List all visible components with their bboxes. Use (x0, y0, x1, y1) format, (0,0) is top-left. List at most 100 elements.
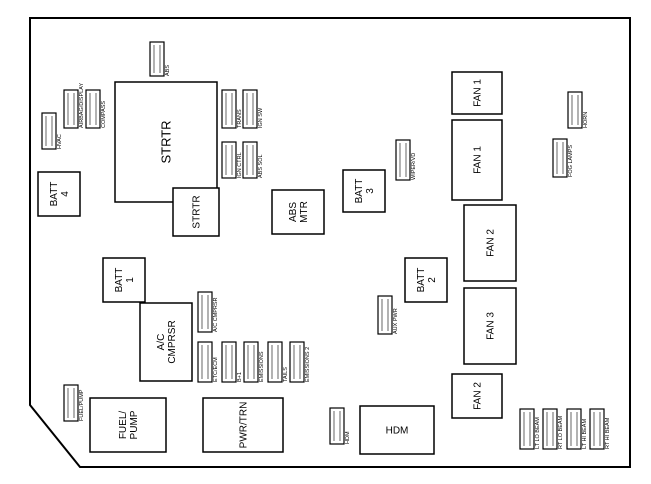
component-batt4[interactable]: BATT4 (37, 171, 81, 217)
fuse-label: TAILS (283, 367, 289, 382)
fuse-slot (197, 291, 213, 333)
fuse-airbag[interactable]: AIRBAG/DISPLAY (63, 83, 85, 129)
component-box (463, 204, 517, 282)
fuse-hdm-fuse[interactable]: HDM (329, 407, 351, 445)
fuse-abs-sol[interactable]: ABS SOL (242, 141, 264, 179)
fuse-ign-sw[interactable]: IGN SW (242, 89, 264, 129)
component-label: FAN 2 (473, 382, 484, 410)
fuse-slot (41, 112, 57, 150)
component-label-line: BATT (49, 182, 60, 207)
fuse-label: WIPER/VD (411, 153, 417, 180)
component-label-line: 3 (365, 188, 376, 194)
component-label: FAN 1 (473, 79, 484, 107)
component-label: ABSMTR (288, 201, 310, 223)
component-label-line: PUMP (129, 410, 140, 439)
fuse-trans[interactable]: TRANS (221, 89, 243, 129)
fuse-rt-hi-beam[interactable]: RT HI BEAM (589, 408, 611, 450)
component-hdm[interactable]: HDM (359, 405, 435, 455)
component-label-line: 1 (125, 277, 136, 283)
component-box (271, 189, 325, 235)
fuse-emissions2[interactable]: EMISSIONS 2 (289, 341, 311, 383)
component-label: A/CCMPRSR (156, 320, 178, 363)
fuse-aux-pwr[interactable]: AUX PWR (377, 295, 399, 335)
fuse-slot (289, 341, 305, 383)
component-fuel-pump[interactable]: FUEL/PUMP (89, 397, 167, 453)
component-label-line: STRTR (159, 120, 174, 163)
fuse-b1[interactable]: B+1 (221, 341, 243, 383)
component-label-line: ABS (288, 202, 299, 222)
fuse-label: HDM (345, 431, 351, 444)
component-strtr-small[interactable]: STRTR (172, 187, 220, 237)
component-box (342, 169, 386, 213)
fuse-label: IGN SW (258, 107, 264, 128)
component-label-line: HDM (386, 426, 409, 437)
component-label-line: FUEL/ (118, 411, 129, 440)
fuse-emissions[interactable]: EMISSIONS (243, 341, 265, 383)
component-label: FUEL/PUMP (118, 410, 140, 439)
fuse-fuel-pump-fuse[interactable]: FUEL/PUMP (63, 384, 85, 422)
fuse-label: RT LO BEAM (558, 415, 564, 449)
component-abs-mtr[interactable]: ABSMTR (271, 189, 325, 235)
component-batt3[interactable]: BATT3 (342, 169, 386, 213)
fuse-etc-ecm[interactable]: ETC/ECM (197, 341, 219, 383)
component-fan2-bot[interactable]: FAN 2 (451, 373, 503, 419)
component-stater-main[interactable]: STRTR (114, 81, 218, 203)
fuse-horn[interactable]: HORN (567, 91, 589, 129)
fuse-label: RT HI BEAM (605, 417, 611, 449)
component-pwr-trn[interactable]: PWR/TRN (202, 397, 284, 453)
fuse-label: ABS (165, 65, 171, 76)
component-label-line: STRTR (192, 195, 203, 228)
fuse-lt-lo-beam[interactable]: LT LO BEAM (519, 408, 541, 450)
fuse-slot (63, 89, 79, 129)
component-label: FAN 2 (486, 229, 497, 257)
fuse-slot (566, 408, 582, 450)
fuse-label: HORN (583, 112, 589, 128)
fuse-slot (242, 89, 258, 129)
fuse-fog-lamps[interactable]: FOG LAMPS (552, 138, 574, 178)
component-box (139, 302, 193, 382)
fuse-label: IGN CTRL (237, 152, 243, 178)
fuse-hvac[interactable]: HVAC (41, 112, 63, 150)
component-label: PWR/TRN (239, 402, 250, 449)
fuse-slot (567, 91, 583, 129)
component-fan1-mid[interactable]: FAN 1 (451, 119, 503, 201)
fuse-label: FOG LAMPS (568, 145, 574, 177)
component-label: BATT4 (49, 182, 71, 207)
component-label-line: PWR/TRN (239, 402, 250, 449)
component-box (102, 257, 146, 303)
fuse-wiper-vd[interactable]: WIPER/VD (395, 139, 417, 181)
component-label-line: FAN 1 (473, 79, 484, 107)
component-label-line: CMPRSR (167, 320, 178, 363)
fuse-label: COMPASS (101, 101, 107, 128)
fuse-lt-hi-beam[interactable]: LT HI BEAM (566, 408, 588, 450)
component-fan3[interactable]: FAN 3 (463, 287, 517, 365)
component-fan2-mid[interactable]: FAN 2 (463, 204, 517, 282)
fuse-abs[interactable]: ABS (149, 41, 171, 77)
component-fan1-top[interactable]: FAN 1 (451, 71, 503, 115)
component-box (172, 187, 220, 237)
component-label: HDM (386, 426, 409, 437)
fuse-rt-lo-beam[interactable]: RT LO BEAM (542, 408, 564, 450)
component-label: STRTR (159, 120, 174, 163)
fuse-ac-cmprsr-fuse[interactable]: A/C CMPRSR (197, 291, 219, 333)
fuse-slot (149, 41, 165, 77)
component-box (114, 81, 218, 203)
component-label-line: FAN 1 (473, 146, 484, 174)
component-label-line: BATT (416, 268, 427, 293)
fuse-slot (519, 408, 535, 450)
fuse-label: A/C CMPRSR (213, 297, 219, 332)
component-ac-cmprsr[interactable]: A/CCMPRSR (139, 302, 193, 382)
component-label-line: A/C (156, 334, 167, 351)
component-label: BATT3 (354, 179, 376, 204)
component-batt1[interactable]: BATT1 (102, 257, 146, 303)
component-batt2[interactable]: BATT2 (404, 257, 448, 303)
fuse-compass[interactable]: COMPASS (85, 89, 107, 129)
component-label: BATT1 (114, 268, 136, 293)
component-label: BATT2 (416, 268, 438, 293)
fuse-label: LT HI BEAM (582, 419, 588, 449)
fuse-tails[interactable]: TAILS (267, 341, 289, 383)
fuse-ign-ctrl[interactable]: IGN CTRL (221, 141, 243, 179)
fuse-label: B+1 (237, 372, 243, 382)
component-label-line: BATT (114, 268, 125, 293)
component-label-line: FAN 3 (486, 312, 497, 340)
